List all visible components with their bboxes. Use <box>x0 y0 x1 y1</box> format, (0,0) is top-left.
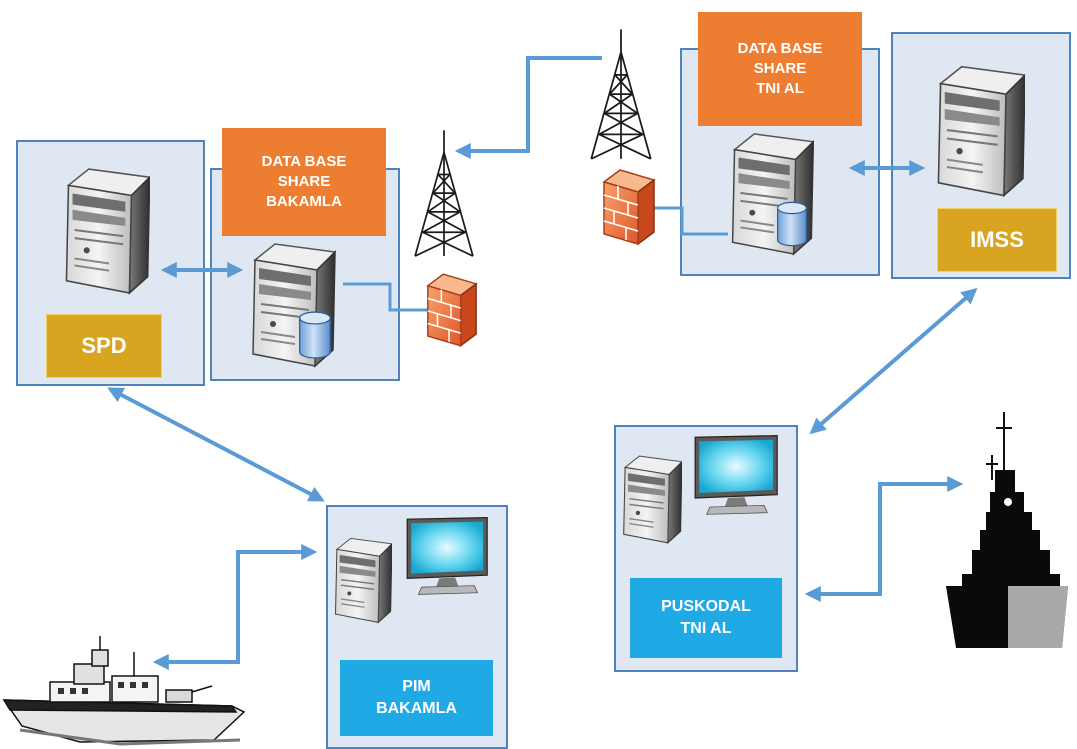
db-tnial-database-icon <box>776 201 808 247</box>
link-tower-tower <box>454 56 602 159</box>
puskodal-label: PUSKODAL TNI AL <box>630 578 782 658</box>
spd-label: SPD <box>46 314 162 378</box>
link-imss-puskodal <box>809 287 978 435</box>
spd-server-icon <box>65 168 150 294</box>
pim-server-icon <box>334 537 392 624</box>
link-spd-pim <box>107 387 325 502</box>
connector-lines <box>107 56 978 670</box>
puskodal-server-icon <box>622 455 682 544</box>
db-tnial-label: DATA BASE SHARE TNI AL <box>698 12 862 126</box>
puskodal-monitor-icon <box>694 434 778 516</box>
link-pim-patrol-ship <box>152 544 318 670</box>
db-bakamla-database-icon <box>299 311 331 359</box>
pim-monitor-icon <box>406 516 488 596</box>
patrol-ship-icon <box>2 636 246 746</box>
link-db-bakamla-firewall <box>343 282 432 312</box>
db-bakamla-label: DATA BASE SHARE BAKAMLA <box>222 128 386 236</box>
imss-server-icon <box>937 65 1025 197</box>
firewall-right-icon <box>603 169 655 245</box>
radio-tower-right-icon <box>590 28 652 160</box>
firewall-left-icon <box>426 273 477 347</box>
warship-icon <box>946 412 1068 648</box>
link-puskodal-warship <box>804 476 964 602</box>
link-firewall-db-tnial <box>652 206 728 236</box>
pim-label: PIM BAKAMLA <box>340 660 493 736</box>
imss-label: IMSS <box>937 208 1057 272</box>
